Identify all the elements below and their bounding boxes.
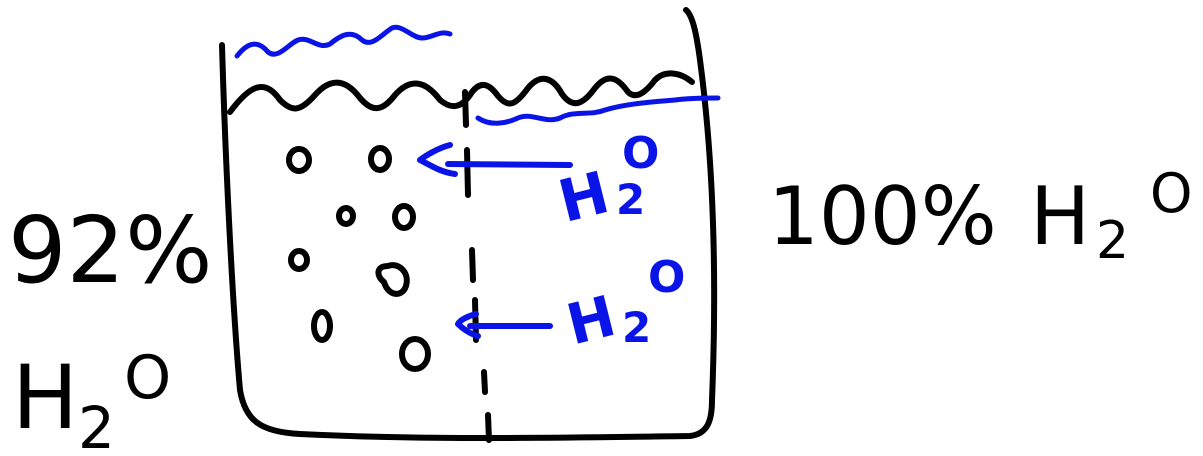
container-outline: [219, 7, 718, 441]
lower-arrow-oxygen: O: [648, 252, 685, 303]
left-formula: H: [12, 346, 78, 449]
solute-particle: [286, 146, 312, 174]
water-surface-black: [227, 70, 695, 115]
upper-arrow-oxygen: O: [622, 128, 659, 179]
container: [219, 7, 718, 441]
right-oxygen: O: [1150, 162, 1193, 225]
solute-particle: [336, 205, 356, 227]
solute-particle: [399, 336, 431, 372]
membrane: [462, 89, 492, 443]
solute-particle: [392, 203, 416, 231]
right-solution-label: 100% H 2 O: [768, 162, 1193, 271]
left-oxygen: O: [124, 343, 171, 413]
solute-particle: [288, 248, 310, 272]
lower-arrow: [455, 311, 553, 339]
solute-particle: [375, 262, 410, 297]
upper-arrow: [417, 142, 573, 177]
left-percent: 92%: [8, 197, 212, 304]
right-formula: H: [1030, 170, 1090, 263]
left-solution-label: 92% H 2 O: [8, 197, 212, 456]
upper-arrow-shaft: [445, 161, 573, 168]
upper-arrow-formula: H: [552, 158, 616, 236]
upper-arrow-subscript: 2: [616, 175, 645, 224]
solute-particles: [286, 145, 431, 372]
right-percent: 100%: [768, 170, 997, 263]
right-subscript: 2: [1096, 211, 1129, 271]
left-subscript: 2: [78, 394, 115, 456]
lower-arrow-formula: H: [561, 284, 622, 358]
solute-particle: [368, 145, 392, 173]
rising-water-level-left: [234, 24, 453, 59]
upper-arrow-head: [417, 142, 458, 177]
lowered-water-level-right: [475, 95, 721, 126]
lower-arrow-subscript: 2: [622, 303, 651, 352]
solute-particle: [311, 309, 333, 343]
lower-arrow-head: [455, 311, 481, 339]
